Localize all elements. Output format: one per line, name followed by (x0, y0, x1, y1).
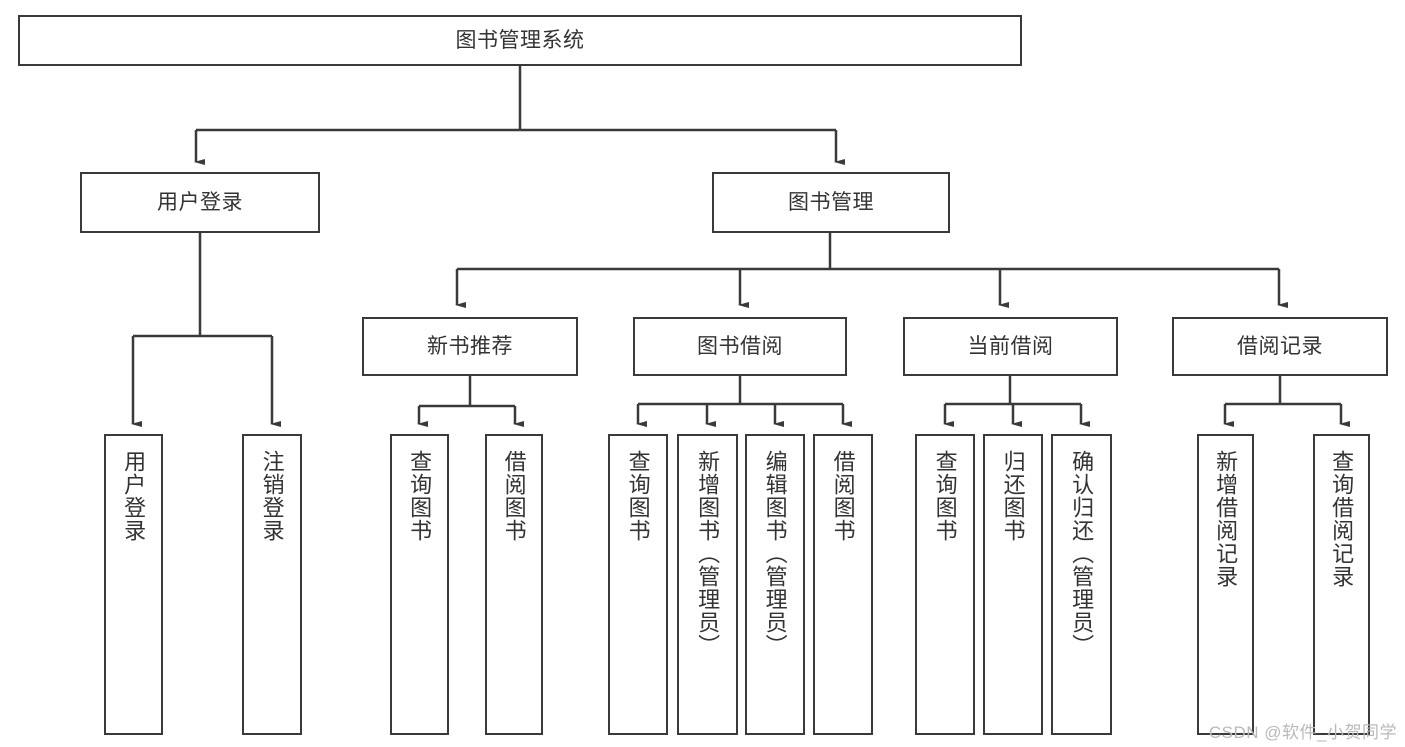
leaf-br-add-record[interactable]: 新增借阅记录 (1197, 434, 1254, 735)
leaf-logout[interactable]: 注销登录 (242, 434, 302, 735)
leaf-nb-borrow-book-label: 借阅图书 (501, 450, 527, 542)
node-user-login[interactable]: 用户登录 (80, 172, 320, 233)
leaf-nb-query-book[interactable]: 查询图书 (390, 434, 449, 735)
node-borrow-record-label: 借阅记录 (1237, 334, 1323, 358)
node-user-login-label: 用户登录 (157, 190, 243, 214)
leaf-bb-query-book[interactable]: 查询图书 (608, 434, 668, 735)
leaf-bb-query-book-label: 查询图书 (625, 450, 651, 542)
leaf-bb-edit-book-admin[interactable]: 编辑图书（管理员） (745, 434, 805, 735)
leaf-br-add-record-label: 新增借阅记录 (1213, 450, 1239, 588)
node-book-borrow-label: 图书借阅 (697, 334, 783, 358)
node-new-book-recommend-label: 新书推荐 (427, 334, 513, 358)
leaf-cb-confirm-return-admin[interactable]: 确认归还（管理员） (1051, 434, 1112, 735)
leaf-bb-borrow-book-label: 借阅图书 (830, 450, 856, 542)
node-new-book-recommend[interactable]: 新书推荐 (362, 317, 578, 376)
node-root[interactable]: 图书管理系统 (18, 15, 1022, 66)
leaf-bb-add-book-admin[interactable]: 新增图书（管理员） (677, 434, 738, 735)
leaf-cb-return-book[interactable]: 归还图书 (983, 434, 1043, 735)
leaf-cb-confirm-return-admin-label: 确认归还（管理员） (1069, 450, 1095, 657)
node-borrow-record[interactable]: 借阅记录 (1172, 317, 1388, 376)
leaf-bb-add-book-admin-label: 新增图书（管理员） (695, 450, 721, 657)
leaf-cb-return-book-label: 归还图书 (1000, 450, 1026, 542)
leaf-nb-query-book-label: 查询图书 (407, 450, 433, 542)
leaf-cb-query-book-label: 查询图书 (932, 450, 958, 542)
node-root-label: 图书管理系统 (455, 28, 585, 52)
leaf-user-login[interactable]: 用户登录 (104, 434, 163, 735)
leaf-logout-label: 注销登录 (259, 450, 285, 542)
node-book-manage[interactable]: 图书管理 (712, 172, 950, 233)
watermark: CSDN @软件_小贺同学 (1208, 723, 1397, 742)
leaf-bb-borrow-book[interactable]: 借阅图书 (813, 434, 873, 735)
leaf-nb-borrow-book[interactable]: 借阅图书 (485, 434, 543, 735)
node-current-borrow-label: 当前借阅 (967, 334, 1054, 358)
leaf-bb-edit-book-admin-label: 编辑图书（管理员） (762, 450, 788, 657)
leaf-cb-query-book[interactable]: 查询图书 (915, 434, 975, 735)
node-book-manage-label: 图书管理 (788, 190, 874, 214)
leaf-br-query-record-label: 查询借阅记录 (1329, 450, 1355, 588)
node-current-borrow[interactable]: 当前借阅 (903, 317, 1118, 376)
leaf-br-query-record[interactable]: 查询借阅记录 (1313, 434, 1370, 735)
node-book-borrow[interactable]: 图书借阅 (633, 317, 847, 376)
leaf-user-login-label: 用户登录 (121, 450, 147, 542)
